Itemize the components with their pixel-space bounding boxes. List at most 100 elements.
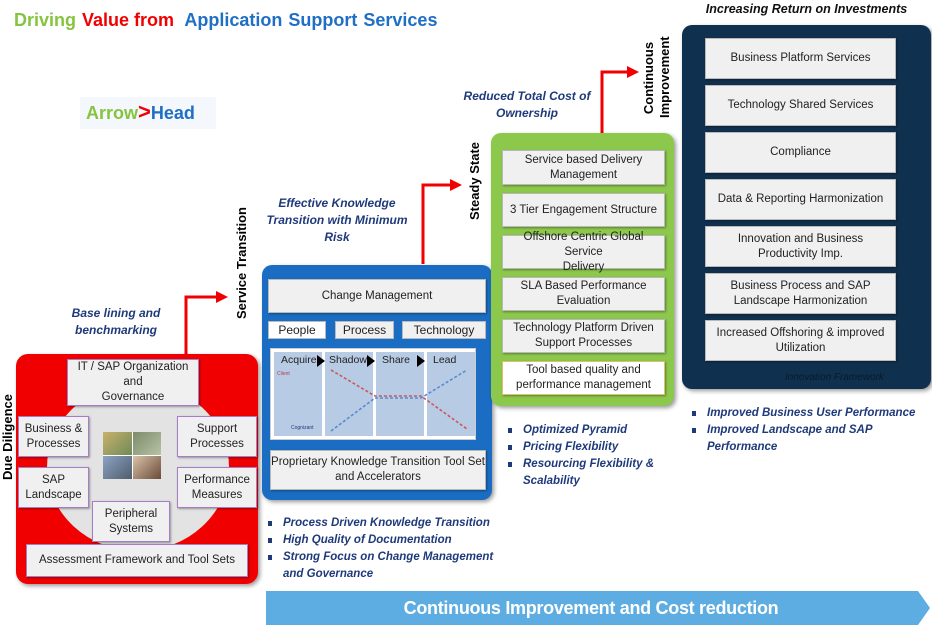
box-line: Innovation and Business bbox=[737, 232, 864, 245]
chart-label-client: Client bbox=[277, 371, 290, 377]
box-line: Support bbox=[196, 422, 238, 435]
box-line: Management bbox=[549, 168, 618, 181]
bullet-item: High Quality of Documentation bbox=[266, 532, 506, 549]
box-compliance: Compliance bbox=[705, 132, 896, 173]
box-business-platform-services: Business Platform Services bbox=[705, 38, 896, 79]
box-sla-performance: SLA Based Performance Evaluation bbox=[502, 277, 665, 311]
phase-shadow: Shadow bbox=[329, 354, 367, 366]
continuous-improvement-label: Continuous Improvement bbox=[641, 36, 673, 118]
box-line: Governance bbox=[101, 391, 165, 403]
box-line: Processes bbox=[26, 437, 81, 450]
box-line: Productivity Imp. bbox=[758, 247, 843, 260]
box-line: Measures bbox=[191, 488, 243, 501]
tab-process[interactable]: Process bbox=[335, 321, 394, 339]
box-line: Business Process and SAP bbox=[730, 279, 871, 292]
play-triangle-icon bbox=[417, 355, 425, 367]
phase-column-lead bbox=[427, 352, 475, 436]
box-innovation-productivity: Innovation and Business Productivity Imp… bbox=[705, 226, 896, 267]
box-business-process-sap: Business Process and SAP Landscape Harmo… bbox=[705, 273, 896, 314]
box-line: Offshore Centric Global Service bbox=[523, 230, 644, 258]
vendor-trend-line bbox=[330, 369, 468, 432]
box-increased-offshoring: Increased Offshoring & improved Utilizat… bbox=[705, 320, 896, 361]
box-technology-shared-services: Technology Shared Services bbox=[705, 85, 896, 126]
bullet-item: Resourcing Flexibility & bbox=[506, 456, 686, 473]
innovation-framework-label: Innovation Framework bbox=[785, 372, 884, 383]
box-technology-platform: Technology Platform Driven Support Proce… bbox=[502, 319, 665, 353]
bullet-item: Strong Focus on Change Management bbox=[266, 549, 506, 566]
arrowhead-logo: Arrow>Head bbox=[80, 97, 216, 129]
arrow-due-to-transition bbox=[184, 295, 218, 356]
steady-state-bullets: Optimized Pyramid Pricing Flexibility Re… bbox=[506, 422, 686, 490]
box-line: Utilization bbox=[775, 341, 826, 354]
arrow-head-1 bbox=[216, 291, 228, 303]
play-triangle-icon bbox=[367, 355, 375, 367]
box-line: Service based Delivery bbox=[524, 153, 643, 166]
box-line: Landscape bbox=[25, 488, 82, 501]
steady-state-caption: Reduced Total Cost of Ownership bbox=[462, 88, 592, 122]
bullet-item: Improved Landscape and SAP bbox=[690, 422, 930, 439]
box-line: Systems bbox=[108, 522, 154, 535]
logo-arrow-text: Arrow bbox=[86, 103, 139, 123]
box-line: and Accelerators bbox=[335, 471, 421, 483]
title-part-value: Value from bbox=[82, 10, 175, 30]
logo-chevron-icon: > bbox=[138, 99, 151, 124]
bullet-item: Process Driven Knowledge Transition bbox=[266, 515, 506, 532]
box-line: IT / SAP Organization and bbox=[77, 361, 189, 388]
caption-line: Transition with Minimum bbox=[266, 213, 408, 227]
box-line: performance management bbox=[516, 379, 651, 391]
box-performance-measures: Performance Measures bbox=[177, 467, 257, 508]
box-line: Proprietary Knowledge Transition Tool Se… bbox=[271, 456, 485, 468]
label-line: Improvement bbox=[657, 36, 672, 118]
bullet-continuation: Performance bbox=[707, 441, 778, 453]
box-data-reporting-harmonization: Data & Reporting Harmonization bbox=[705, 179, 896, 220]
phase-lead: Lead bbox=[433, 354, 457, 366]
box-line: Performance bbox=[184, 473, 250, 486]
continuous-improvement-caption: Increasing Return on Investments bbox=[705, 2, 908, 16]
box-line: Tool based quality and bbox=[526, 364, 641, 376]
arrow-steady-to-continuous bbox=[600, 70, 629, 135]
box-it-sap-organization: IT / SAP Organization and Governance bbox=[67, 359, 199, 406]
box-proprietary-kt-toolset: Proprietary Knowledge Transition Tool Se… bbox=[270, 450, 486, 490]
box-tool-based-quality: Tool based quality and performance manag… bbox=[502, 361, 665, 395]
due-diligence-label: Due Diligence bbox=[0, 394, 15, 480]
caption-line: Risk bbox=[324, 230, 350, 244]
box-line: Evaluation bbox=[556, 295, 611, 307]
tab-people[interactable]: People bbox=[268, 321, 326, 339]
box-change-management: Change Management bbox=[268, 279, 486, 313]
box-line: Technology Platform Driven bbox=[513, 322, 654, 334]
box-line: SAP bbox=[41, 473, 65, 486]
caption-line: Ownership bbox=[495, 106, 558, 120]
box-sap-landscape: SAP Landscape bbox=[18, 467, 89, 508]
phase-share: Share bbox=[382, 354, 411, 366]
phase-column-shadow bbox=[325, 352, 373, 436]
client-trend-line bbox=[330, 369, 468, 430]
steady-state-label: Steady State bbox=[467, 141, 482, 221]
box-line: Support Processes bbox=[534, 337, 633, 349]
box-peripheral-systems: Peripheral Systems bbox=[92, 501, 170, 542]
box-line: Business & bbox=[24, 422, 83, 435]
chart-label-vendor: Cognizant bbox=[291, 425, 314, 431]
box-assessment-framework: Assessment Framework and Tool Sets bbox=[26, 544, 248, 577]
people-collage-image bbox=[103, 432, 161, 479]
service-transition-caption: Effective Knowledge Transition with Mini… bbox=[262, 195, 412, 246]
tab-technology[interactable]: Technology bbox=[402, 321, 486, 339]
box-offshore-centric-delivery: Offshore Centric Global Service Delivery bbox=[502, 231, 665, 273]
box-line: Peripheral bbox=[104, 507, 158, 520]
bullet-continuation: and Governance bbox=[283, 568, 374, 580]
knowledge-transition-chart: Acquire Shadow Share Lead Client Cogniza… bbox=[270, 348, 476, 440]
banner-continuous-improvement: Continuous Improvement and Cost reductio… bbox=[403, 598, 779, 618]
label-line: Continuous bbox=[641, 41, 656, 115]
title-part-support: Support bbox=[288, 10, 358, 30]
box-line: Increased Offshoring & improved bbox=[716, 326, 885, 339]
box-line: Processes bbox=[190, 437, 244, 450]
box-line: SLA Based Performance bbox=[520, 280, 647, 292]
phase-acquire: Acquire bbox=[281, 354, 317, 366]
caption-line: Base lining and bbox=[71, 306, 161, 320]
title-part-driving: Driving bbox=[14, 10, 77, 30]
caption-line: Reduced Total Cost of bbox=[463, 89, 591, 103]
box-line: Delivery bbox=[562, 260, 605, 273]
box-business-processes: Business & Processes bbox=[18, 416, 89, 457]
box-line: Landscape Harmonization bbox=[733, 294, 868, 307]
due-diligence-caption: Base lining and benchmarking bbox=[56, 305, 176, 339]
